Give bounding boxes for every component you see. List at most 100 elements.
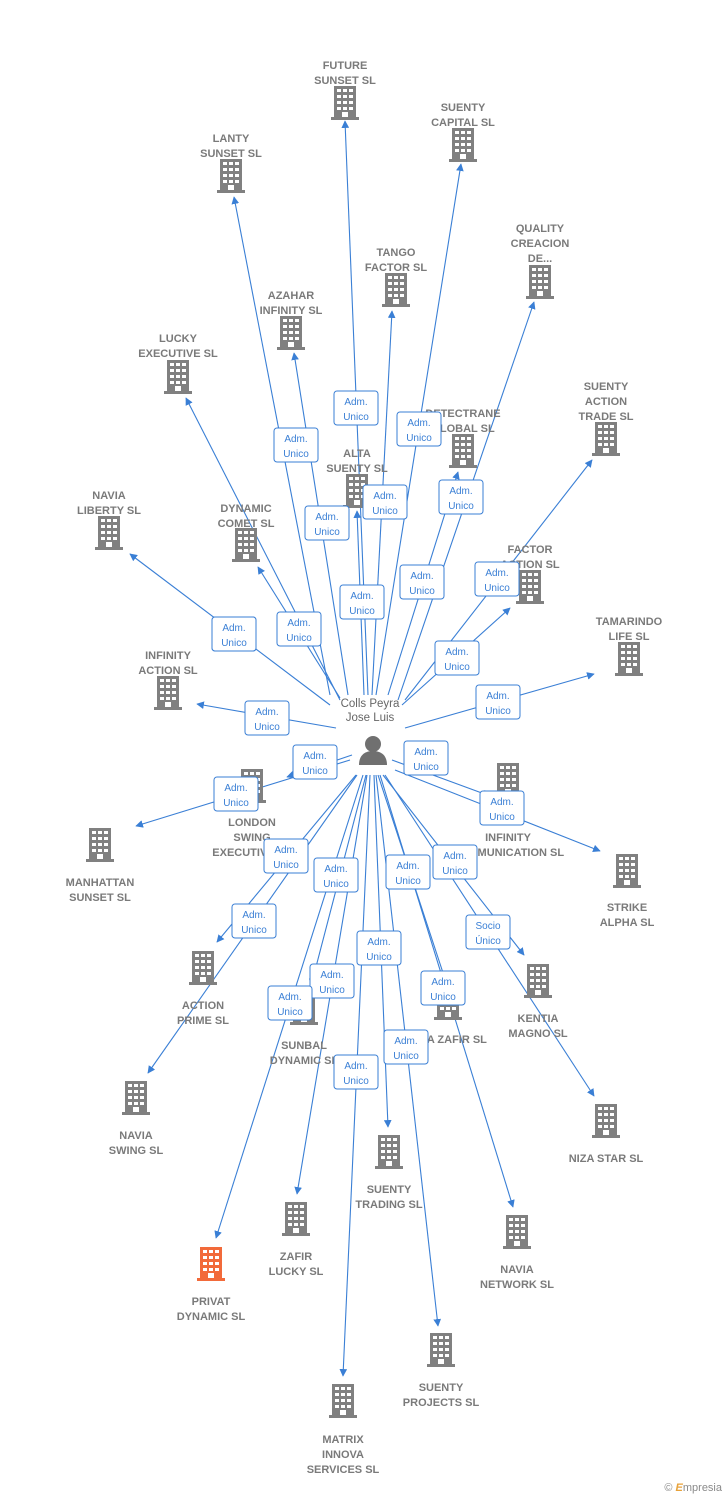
company-label-line: TRADING SL: [355, 1199, 423, 1211]
company-label-line: ZAFIR: [280, 1251, 312, 1263]
role-badge-niza-star[interactable]: Adm.Unico: [432, 844, 478, 880]
building-icon: [86, 828, 114, 862]
company-label-line: DYNAMIC SL: [270, 1055, 339, 1067]
role-badge-box: [465, 914, 511, 950]
role-badge-future-sunset[interactable]: Adm. Unico: [333, 390, 379, 426]
role-badge-action-prime[interactable]: Adm.Unico: [231, 903, 277, 939]
building-icon: [375, 1135, 403, 1169]
role-text-line: Unico: [283, 449, 309, 460]
role-badge-strike-alpha[interactable]: Adm.Unico: [479, 790, 525, 826]
role-badge-quality-creacion[interactable]: Adm.Unico: [438, 479, 484, 515]
company-label-line: TRADE SL: [579, 411, 634, 423]
building-icon: [427, 1333, 455, 1367]
role-badge-azahar-infinity[interactable]: Adm.Unico: [304, 505, 350, 541]
role-badge-suenty-trading[interactable]: Adm.Unico: [356, 930, 402, 966]
role-badge-box: [244, 700, 290, 736]
role-text-line: Adm.: [224, 783, 247, 794]
company-label-line: QUALITY: [516, 223, 565, 235]
company-label-line: NAVIA: [500, 1264, 533, 1276]
company-label-line: NAVIA: [92, 490, 125, 502]
company-label-line: NETWORK SL: [480, 1279, 554, 1291]
role-badge-infinity-action[interactable]: Adm.Unico: [244, 700, 290, 736]
role-badge-tango-factor[interactable]: Adm.Unico: [362, 484, 408, 520]
role-text-line: Unico: [413, 762, 439, 773]
role-badge-factor-action[interactable]: Adm.Unico: [434, 640, 480, 676]
role-text-line: Adm.: [344, 1061, 367, 1072]
edge-lucky-executive: [185, 397, 341, 701]
role-badge-niza-zafir[interactable]: Adm.Unico: [385, 854, 431, 890]
center-person[interactable]: Colls Peyra Jose Luis: [341, 698, 400, 765]
building-icon: [122, 1081, 150, 1115]
building-icon: [382, 273, 410, 307]
role-badge-navia-liberty[interactable]: Adm.Unico: [211, 616, 257, 652]
role-badge-suenty-projects[interactable]: Adm.Unico: [383, 1029, 429, 1065]
role-badge-detectrane-global[interactable]: Adm.Unico: [399, 564, 445, 600]
building-icon: [524, 964, 552, 998]
company-node-navia-network[interactable]: NAVIA NETWORK SL: [480, 1215, 554, 1291]
role-badge-manhattan-sunset[interactable]: Adm.Unico: [213, 776, 259, 812]
role-badge-infinity-communication[interactable]: Adm. Unico: [403, 740, 449, 776]
building-icon: [329, 1384, 357, 1418]
company-label-line: SUNSET SL: [69, 892, 131, 904]
company-label-line: SUENTY: [441, 102, 486, 114]
company-label-line: MATRIX: [322, 1434, 364, 1446]
role-badge-matrix-innova[interactable]: Adm.Unico: [333, 1054, 379, 1090]
building-icon: [232, 528, 260, 562]
building-icon: [613, 854, 641, 888]
role-badge-lanty-sunset[interactable]: Adm.Unico: [273, 427, 319, 463]
role-badge-box: [267, 985, 313, 1021]
role-badge-navia-swing[interactable]: Adm.Unico: [263, 838, 309, 874]
role-badge-privat-dynamic[interactable]: Adm.Unico: [267, 985, 313, 1021]
role-badge-box: [339, 584, 385, 620]
company-node-quality-creacion[interactable]: QUALITYCREACIONDE...: [511, 223, 570, 299]
role-text-line: Único: [475, 934, 501, 947]
brand-name: mpresia: [682, 1482, 722, 1494]
role-badge-sunbal-dynamic[interactable]: Adm.Unico: [313, 857, 359, 893]
role-text-line: Adm.: [414, 747, 437, 758]
role-badge-suenty-action-trade[interactable]: Adm.Unico: [474, 561, 520, 597]
role-badge-box: [399, 564, 445, 600]
role-text-line: Adm.: [344, 397, 367, 408]
company-node-niza-zafir[interactable]: NIZA ZAFIR SL: [409, 986, 487, 1046]
role-text-line: Unico: [406, 433, 432, 444]
role-badge-zafir-lucky[interactable]: Adm.Unico: [309, 963, 355, 999]
person-name-line1: Colls Peyra: [341, 698, 400, 710]
role-text-line: Adm.: [222, 623, 245, 634]
role-badge-navia-network[interactable]: Adm.Unico: [420, 970, 466, 1006]
company-node-niza-star[interactable]: NIZA STAR SL: [569, 1104, 644, 1165]
role-badge-alta-suenty[interactable]: Adm.Unico: [339, 584, 385, 620]
role-badge-tamarindo-life[interactable]: Adm.Unico: [475, 684, 521, 720]
company-label-line: ALTA: [343, 448, 371, 460]
role-text-line: Unico: [343, 412, 369, 423]
role-text-line: Unico: [448, 501, 474, 512]
role-badge-suenty-capital[interactable]: Adm.Unico: [396, 411, 442, 447]
role-badge-dynamic-comet[interactable]: Adm.Unico: [276, 611, 322, 647]
role-badge-london-swing[interactable]: Adm.Unico: [292, 744, 338, 780]
